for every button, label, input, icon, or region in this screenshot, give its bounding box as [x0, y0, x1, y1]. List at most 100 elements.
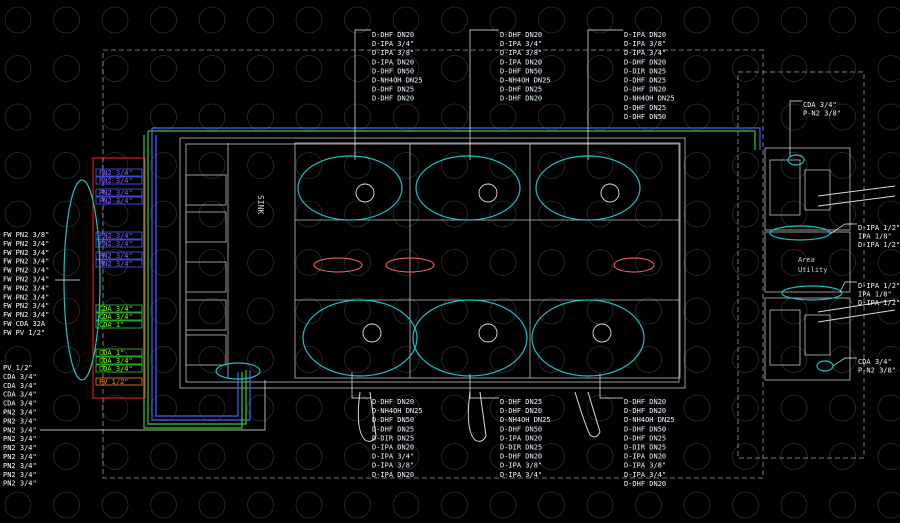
grid-column	[877, 152, 900, 179]
leader-line	[839, 281, 857, 293]
callout-right-mid2: D-IPA 1/2"	[858, 282, 900, 290]
grid-column	[538, 443, 565, 470]
grid-column	[392, 491, 420, 519]
grid-column	[635, 394, 662, 422]
callout-right-bottom: CDA 3/4"	[858, 358, 892, 366]
grid-column	[683, 249, 711, 276]
grid-column	[489, 297, 517, 325]
grid-column	[247, 6, 274, 34]
left-label-lower: PN2 3/4"	[3, 453, 37, 461]
grid-column	[586, 394, 614, 422]
callout-top-3: D-DHF DN25	[624, 104, 666, 112]
grid-column	[829, 249, 856, 276]
manifold-green-tag-box	[95, 320, 143, 329]
manifold-green-tag-box	[95, 312, 143, 321]
grid-column	[150, 55, 177, 82]
grid-column	[489, 103, 517, 131]
grid-column	[247, 152, 274, 179]
grid-column	[53, 394, 80, 422]
grid-column	[586, 346, 614, 373]
grid-column	[198, 200, 226, 228]
process-bubble	[787, 154, 805, 166]
callout-right-top: P-N2 3/8"	[803, 110, 841, 118]
left-label-upper: FW PN2 3/4"	[3, 267, 49, 275]
callout-texts: PN2 3/4"PN2 3/4"PN2 3/4"PN2 3/4"PN2 3/4"…	[3, 31, 900, 488]
grid-column	[538, 103, 565, 131]
callout-bottom-1: D-NH4OH DN25	[372, 407, 423, 415]
callout-bottom-1: D-DHF DN20	[372, 398, 414, 406]
utility-rooms	[764, 147, 851, 381]
manifold-blue-tag: PN2 3/4"	[99, 177, 133, 185]
grid-column	[247, 200, 274, 228]
grid-column	[150, 443, 177, 470]
grid-column	[247, 346, 274, 373]
callout-top-3: D-IPA 3/4"	[624, 49, 666, 57]
grid-column	[489, 152, 517, 179]
grid-column	[683, 346, 711, 373]
callout-bottom-3: D-IPA 3/8"	[624, 462, 666, 470]
callout-top-2: D-IPA 3/8"	[500, 49, 542, 57]
callout-bottom-2: D-IPA DN20	[500, 434, 542, 442]
grid-column	[780, 200, 808, 228]
grid-column	[489, 55, 517, 82]
grid-column	[344, 200, 371, 228]
grid-column	[489, 200, 517, 228]
callout-top-1: D-NH4OH DN25	[372, 77, 423, 85]
left-label-lower: CDA 3/4"	[3, 391, 37, 399]
grid-column	[101, 443, 129, 470]
callout-bottom-2: D-IPA 3/4"	[500, 471, 542, 479]
grid-column	[635, 6, 662, 34]
grid-column	[150, 152, 177, 179]
left-label-lower: PN2 3/4"	[3, 444, 37, 452]
left-label-upper: FW PN2 3/4"	[3, 302, 49, 310]
grid-column	[732, 346, 759, 373]
grid-column	[829, 55, 856, 82]
leader-line	[832, 357, 857, 367]
grid-column	[53, 297, 80, 325]
grid-column	[441, 346, 468, 373]
leader-lines	[40, 29, 857, 431]
grid-column	[295, 55, 323, 82]
grid-column	[635, 152, 662, 179]
manifold-green-tag-box	[95, 364, 143, 373]
grid-column	[489, 6, 517, 34]
grid-column	[344, 297, 371, 325]
building-boundary	[102, 49, 764, 479]
left-label-upper: FW PN2 3/4"	[3, 258, 49, 266]
manifold-green-tag: CDA 3/4"	[99, 313, 133, 321]
center-pipes	[313, 257, 655, 273]
callout-right-bottom: P-N2 3/8"	[858, 367, 896, 375]
grid-column	[4, 200, 32, 228]
grid-column	[586, 152, 614, 179]
manifold-blue-tag-box	[95, 239, 143, 248]
leader-line	[40, 380, 266, 431]
grid-column	[344, 491, 371, 519]
leader-line	[351, 372, 371, 399]
grid-column	[198, 491, 226, 519]
callout-top-1: D-DHF DN25	[372, 86, 414, 94]
callout-top-1: D-DHF DN20	[372, 95, 414, 103]
left-label-lower: PN2 3/4"	[3, 417, 37, 425]
left-label-lower: CDA 3/4"	[3, 382, 37, 390]
grid-column	[101, 6, 129, 34]
grid-column	[538, 297, 565, 325]
grid-column	[4, 55, 32, 82]
grid-column	[877, 200, 900, 228]
callout-top-3: D-IPA DN20	[624, 31, 666, 39]
leader-line	[587, 29, 623, 160]
grid-column	[441, 249, 468, 276]
grid-column	[732, 103, 759, 131]
callout-bottom-2: D-DIR DN25	[500, 444, 542, 452]
grid-column	[780, 346, 808, 373]
grid-column	[586, 103, 614, 131]
grid-column	[586, 491, 614, 519]
grid-column	[198, 152, 226, 179]
grid-column	[780, 103, 808, 131]
callout-top-2: D-DHF DN25	[500, 86, 542, 94]
callout-bottom-3: D-DIR DN25	[624, 444, 666, 452]
grid-column	[247, 297, 274, 325]
grid-column	[150, 491, 177, 519]
grid-column	[53, 249, 80, 276]
callout-bottom-3: D-IPA DN20	[624, 453, 666, 461]
